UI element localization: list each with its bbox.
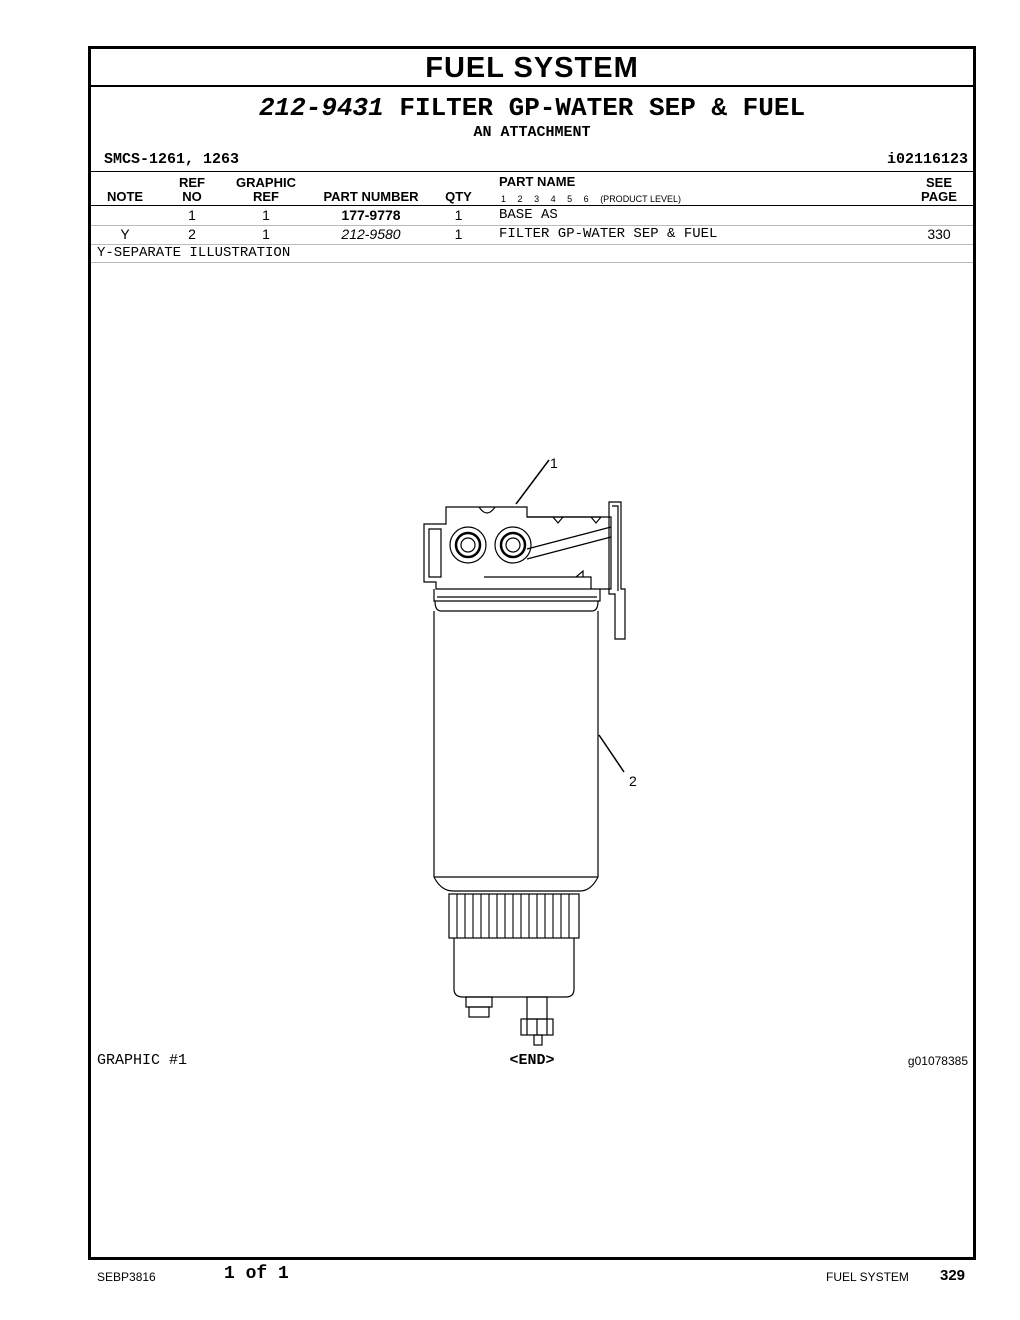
- callout-leader-1: [515, 459, 550, 505]
- col-graphic-ref-bottom: REF: [253, 189, 279, 204]
- col-part-name: PART NAME: [499, 174, 576, 189]
- illustration-id: i02116123: [886, 151, 968, 168]
- footer-doc-number: SEBP3816: [97, 1270, 156, 1284]
- group-part-number: 212-9431: [258, 93, 384, 123]
- col-qty: QTY: [445, 189, 472, 204]
- product-levels: 1 2 3 4 5 6 (PRODUCT LEVEL): [501, 194, 690, 204]
- callout-2: 2: [629, 773, 637, 789]
- callout-leader-2: [598, 734, 625, 773]
- system-title: FUEL SYSTEM: [91, 49, 973, 87]
- end-marker: <END>: [509, 1052, 555, 1069]
- row-see-page: 330: [927, 226, 951, 242]
- product-level-5: 5: [567, 194, 573, 204]
- group-title: 212-9431 FILTER GP-WATER SEP & FUEL: [91, 93, 973, 123]
- outlet-port: [494, 526, 532, 564]
- inlet-port: [449, 526, 487, 564]
- row-ref-no: 1: [188, 207, 196, 223]
- product-level-label: (PRODUCT LEVEL): [600, 194, 682, 204]
- product-level-3: 3: [534, 194, 540, 204]
- water-bowl: [453, 938, 575, 998]
- smcs-codes: SMCS-1261, 1263: [104, 151, 240, 168]
- divider: [91, 225, 973, 226]
- product-level-6: 6: [583, 194, 589, 204]
- product-level-4: 4: [550, 194, 556, 204]
- row-part-name: FILTER GP-WATER SEP & FUEL: [499, 226, 718, 242]
- col-see-page-top: SEE: [925, 175, 952, 190]
- graphic-number-label: GRAPHIC #1: [97, 1052, 188, 1069]
- footer-page-number: 329: [940, 1267, 966, 1284]
- col-see-page-bottom: PAGE: [921, 189, 957, 204]
- col-part-number: PART NUMBER: [323, 189, 419, 204]
- callout-1: 1: [550, 455, 558, 471]
- row-graphic-ref: 1: [262, 226, 270, 242]
- divider: [91, 205, 973, 206]
- filter-head: [423, 506, 612, 590]
- divider: [91, 262, 973, 263]
- row-qty: 1: [454, 207, 463, 223]
- divider: [91, 244, 973, 245]
- footer-section: FUEL SYSTEM: [826, 1270, 909, 1284]
- row-part-number: 212-9580: [341, 226, 401, 242]
- row-part-number: 177-9778: [341, 207, 401, 223]
- drain-fitting-right: [526, 996, 548, 1020]
- bowl-ring: [448, 893, 580, 939]
- col-graphic-ref-top: GRAPHIC: [236, 175, 296, 190]
- row-note: Y: [120, 226, 130, 242]
- table-row: 1 1 177-9778 1 BASE AS: [91, 206, 973, 225]
- row-graphic-ref: 1: [262, 207, 270, 223]
- product-level-1: 1: [501, 194, 507, 204]
- separate-illustration-note: Y-SEPARATE ILLUSTRATION: [97, 245, 291, 261]
- footer-page-of: 1 of 1: [224, 1264, 289, 1284]
- filter-canister: [433, 611, 599, 878]
- page-frame: FUEL SYSTEM 212-9431 FILTER GP-WATER SEP…: [88, 46, 976, 1260]
- group-subtitle: AN ATTACHMENT: [473, 124, 591, 141]
- col-note: NOTE: [106, 189, 144, 204]
- table-row: Y 2 1 212-9580 1 FILTER GP-WATER SEP & F…: [91, 225, 973, 244]
- filter-illustration: 1 2: [423, 455, 637, 1046]
- graphic-id: g01078385: [907, 1054, 968, 1068]
- group-name: FILTER GP-WATER SEP & FUEL: [399, 93, 806, 123]
- product-level-2: 2: [517, 194, 523, 204]
- col-ref-no-bottom: NO: [182, 189, 202, 204]
- row-ref-no: 2: [188, 226, 196, 242]
- row-part-name: BASE AS: [499, 207, 558, 223]
- mounting-bracket: [608, 501, 626, 640]
- drain-fitting-left: [465, 996, 493, 1008]
- col-ref-no-top: REF: [179, 175, 205, 190]
- divider: [91, 171, 973, 172]
- row-qty: 1: [454, 226, 463, 242]
